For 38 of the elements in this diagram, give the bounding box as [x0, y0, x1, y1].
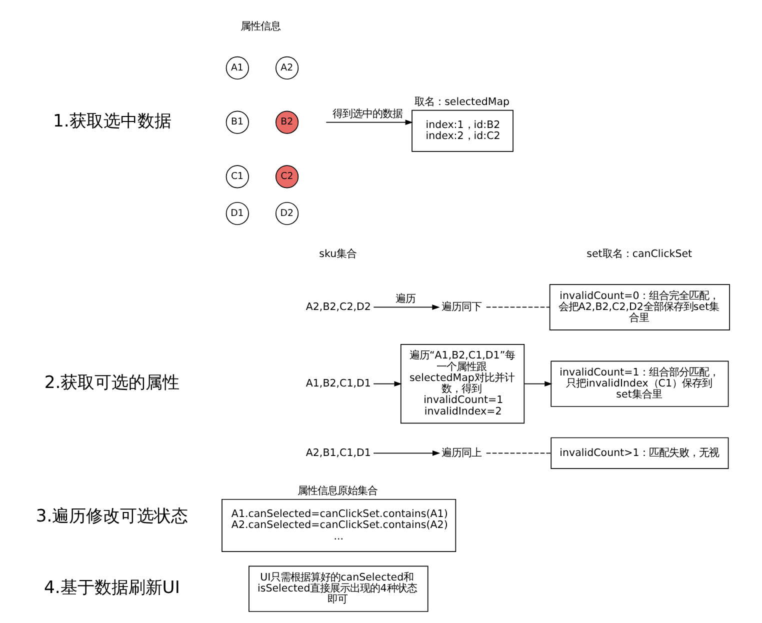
- node-circle: D1: [226, 202, 249, 226]
- arrow: [326, 120, 414, 126]
- node-circle: B1: [226, 110, 249, 134]
- node-circle: B2: [276, 110, 299, 134]
- node-text: A1,B2,C1,D1: [306, 377, 371, 390]
- node-box: 遍历“A1,B2,C1,D1”每一个属性跟selectedMap对比并计数，得到invalidCount=1 invalidIndex=2: [400, 344, 525, 424]
- node-label: 取名：selectedMap: [414, 96, 510, 108]
- edge-label: 遍历: [396, 292, 416, 305]
- connector: [486, 306, 550, 308]
- node-circle: A2: [276, 56, 299, 80]
- node-box: index:1，id:B2 index:2，id:C2: [412, 110, 514, 152]
- edge-label: 得到选中的数据: [332, 108, 403, 120]
- node-text: A2,B2,C2,D2: [306, 300, 371, 313]
- arrow: [373, 450, 440, 456]
- node-box: A1.canSelected=canClickSet.contains(A1) A2.canSelected=canClickSet.contains(A2) ...: [222, 498, 456, 552]
- node-circle: A1: [226, 56, 249, 80]
- label: 属性信息: [240, 20, 280, 33]
- node-text: 遍历同下: [442, 300, 482, 313]
- node-text: 遍历同上: [442, 446, 482, 459]
- label: 2.获取可选的属性: [44, 373, 180, 394]
- arrow: [524, 381, 552, 387]
- node-box: invalidCount=0：组合完全匹配，会把A2,B2,C2,D2全部保存到set集合里: [549, 284, 730, 330]
- node-text: A2,B1,C1,D1: [306, 446, 371, 459]
- node-box: invalidCount=1：组合部分匹配，只把invalidIndex（C1）保存到set集合里: [550, 360, 729, 407]
- node-box: UI只需根据算好的canSelected和isSelected直接展示出现的4种状态即可: [248, 566, 428, 612]
- arrow: [373, 381, 402, 387]
- connector: [486, 452, 552, 454]
- label: sku集合: [319, 248, 357, 260]
- label: 1.获取选中数据: [52, 112, 172, 132]
- arrow: [373, 304, 440, 310]
- node-box: invalidCount>1：匹配失败，无视: [550, 437, 729, 469]
- node-circle: D2: [276, 202, 299, 226]
- node-label: 属性信息原始集合: [297, 484, 378, 497]
- node-circle: C1: [226, 165, 249, 188]
- label: 4.基于数据刷新UI: [44, 578, 180, 598]
- label: set取名：canClickSet: [586, 248, 692, 260]
- node-circle: C2: [276, 165, 299, 188]
- label: 3.遍历修改可选状态: [36, 506, 188, 527]
